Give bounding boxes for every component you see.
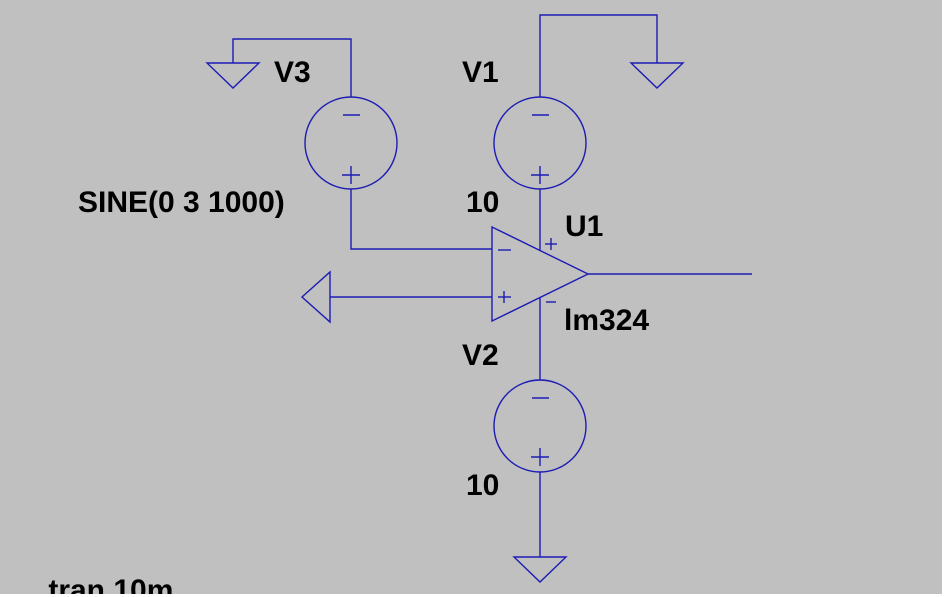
canvas-edge-right [942, 0, 945, 597]
opamp-model-label[interactable]: lm324 [564, 304, 650, 337]
canvas-edge-bottom [0, 594, 945, 597]
v3-name-label[interactable]: V3 [274, 56, 311, 89]
v2-value-label[interactable]: 10 [466, 469, 500, 502]
opamp-name-label[interactable]: U1 [565, 210, 604, 243]
ground-symbol-v3[interactable] [205, 62, 261, 89]
v1-value-label[interactable]: 10 [466, 186, 500, 219]
v3-value-label[interactable]: SINE(0 3 1000) [78, 186, 285, 219]
v1-name-label[interactable]: V1 [462, 56, 499, 89]
spice-directive-label[interactable]: .tran 10m [40, 574, 174, 597]
wire-v1-top[interactable] [539, 14, 658, 97]
net-flag-arrow-icon[interactable] [300, 270, 331, 324]
ground-symbol-v1[interactable] [629, 62, 685, 89]
voltage-source-v1[interactable] [493, 96, 587, 190]
v2-name-label[interactable]: V2 [462, 339, 499, 372]
wire-v3-to-inverting-input[interactable] [350, 189, 492, 250]
voltage-source-v2[interactable] [493, 379, 587, 473]
voltage-source-v3[interactable] [304, 96, 398, 190]
ground-symbol-v2[interactable] [512, 556, 568, 583]
wire-v3-top[interactable] [232, 38, 352, 97]
